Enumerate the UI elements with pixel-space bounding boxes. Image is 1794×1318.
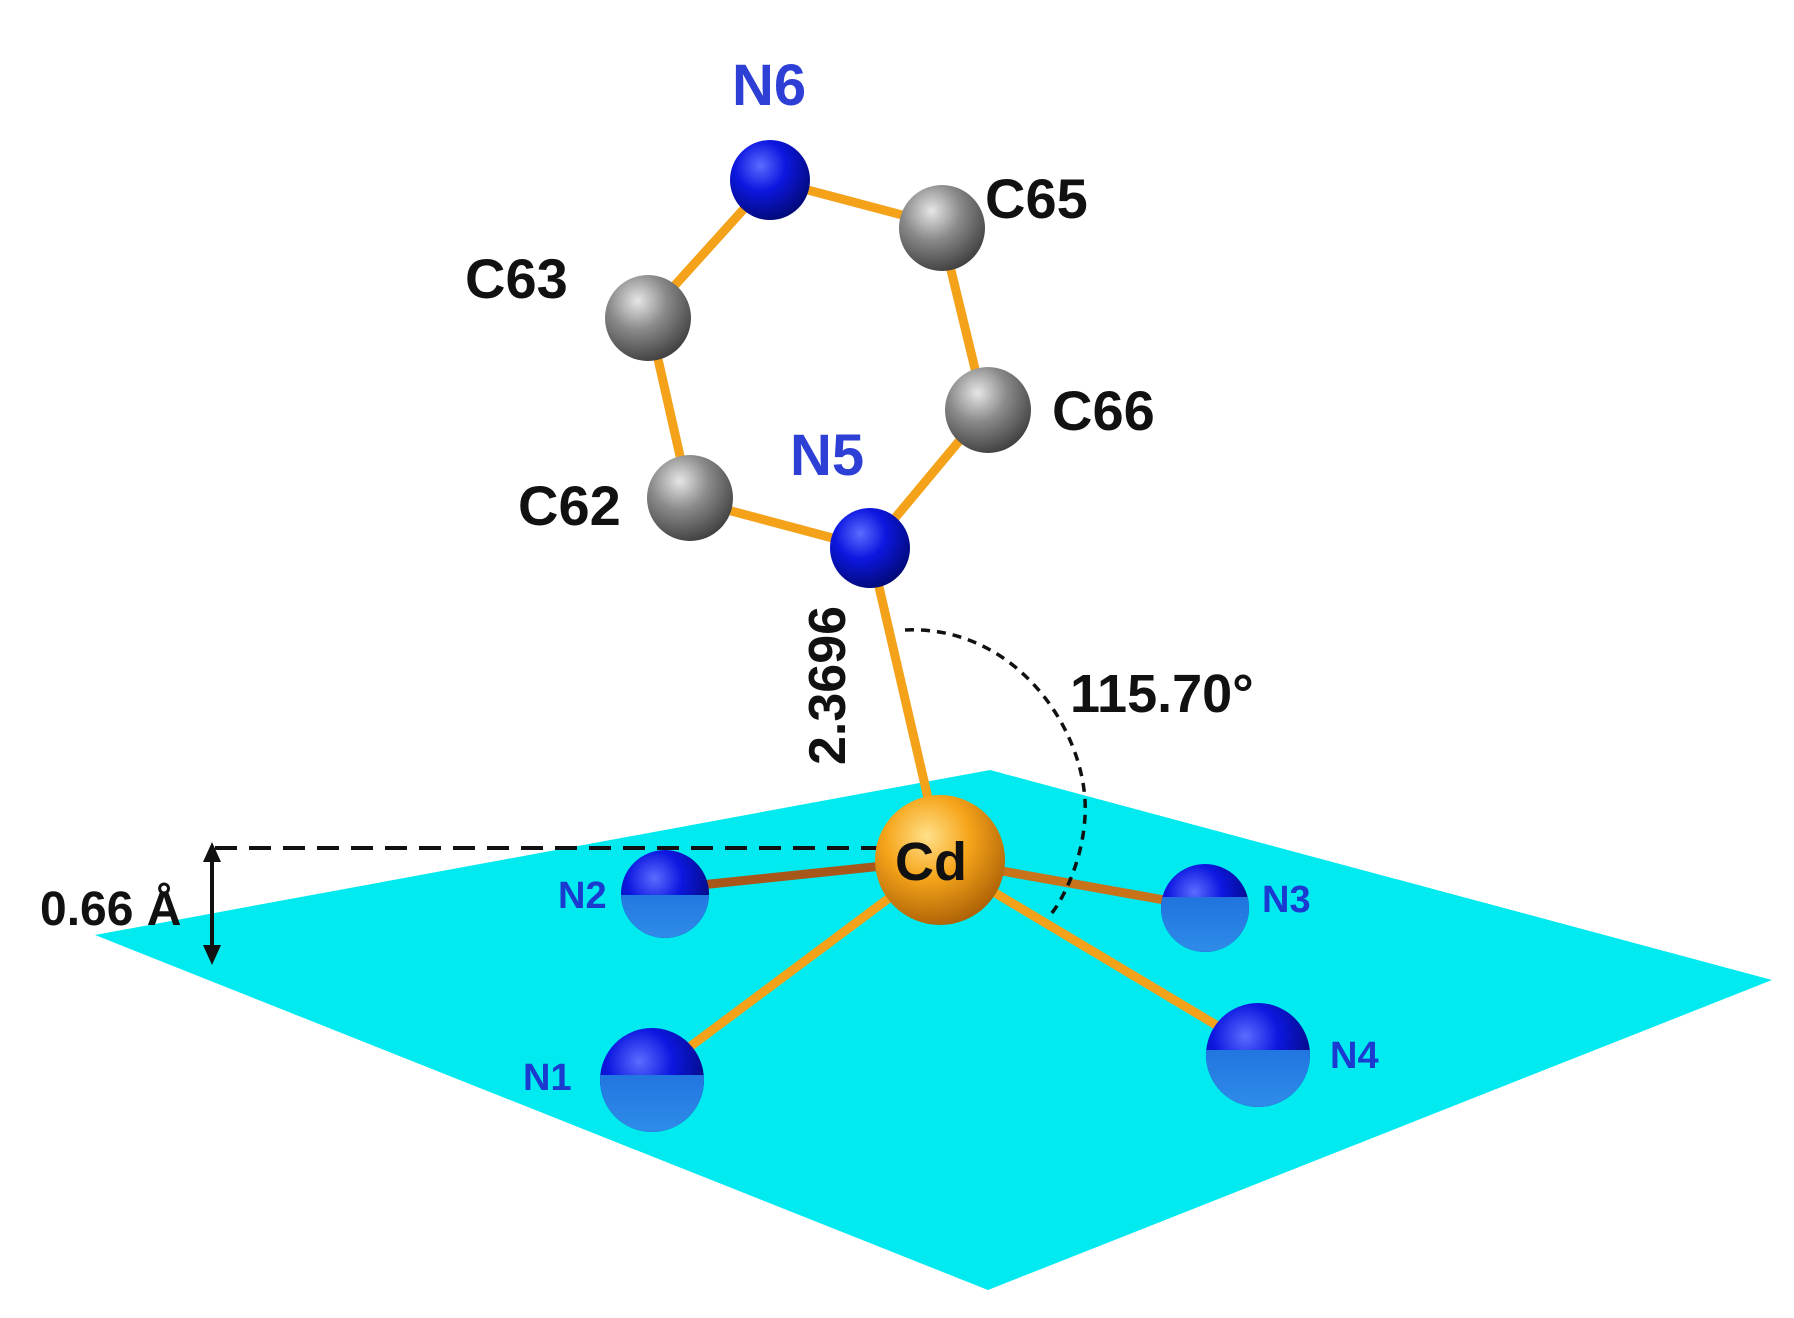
label-n5: N5 xyxy=(790,423,864,488)
atom-n1 xyxy=(600,1028,704,1132)
atom-c63 xyxy=(605,275,691,361)
label-c62: C62 xyxy=(518,474,621,537)
displacement-arrow-up xyxy=(203,842,221,862)
atom-labels: N6 C65 C63 C66 N5 C62 Cd N2 N3 N1 N4 xyxy=(465,53,1379,1099)
angle-label: 115.70° xyxy=(1070,664,1254,724)
atom-c65 xyxy=(899,185,985,271)
atom-n2 xyxy=(621,850,709,938)
label-c65: C65 xyxy=(985,167,1088,230)
atom-cd xyxy=(875,795,1005,925)
bond-length-label: 2.3696 xyxy=(799,606,857,765)
coordination-plane xyxy=(95,770,1772,1290)
displacement-label: 0.66 Å xyxy=(40,882,181,936)
atom-n6 xyxy=(730,140,810,220)
atom-n4 xyxy=(1206,1003,1310,1107)
label-cd: Cd xyxy=(895,832,967,892)
label-n1: N1 xyxy=(523,1057,572,1099)
angle-arc xyxy=(904,628,1087,917)
displacement-indicator xyxy=(203,842,895,965)
displacement-arrow-down xyxy=(203,945,221,965)
atom-n3 xyxy=(1161,864,1249,952)
label-c63: C63 xyxy=(465,247,568,310)
measurement-labels: 2.3696 115.70° 0.66 Å xyxy=(40,606,1254,936)
atom-c62 xyxy=(647,455,733,541)
label-c66: C66 xyxy=(1052,379,1155,442)
label-n3: N3 xyxy=(1262,879,1311,921)
atom-n5 xyxy=(830,508,910,588)
label-n2: N2 xyxy=(558,875,607,917)
atoms xyxy=(600,140,1310,1132)
label-n4: N4 xyxy=(1330,1035,1379,1077)
atom-c66 xyxy=(945,367,1031,453)
label-n6: N6 xyxy=(732,53,806,118)
